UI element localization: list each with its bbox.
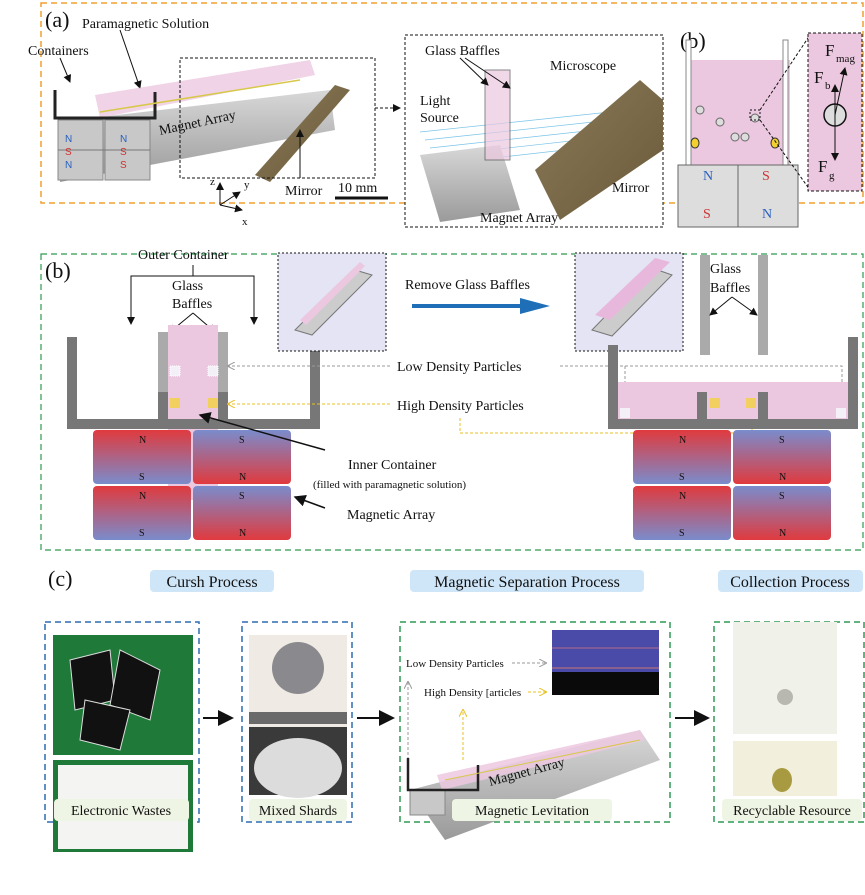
pole-s: S: [703, 207, 711, 222]
f-b-sub: b: [825, 80, 831, 92]
pole-s: S: [239, 435, 245, 446]
pole-s: S: [679, 528, 685, 539]
f-mag-label: F: [825, 41, 834, 60]
low-density-label-c: Low Density Particles: [406, 658, 504, 670]
light-source-label-2: Source: [420, 111, 459, 126]
panel-c: (c) Cursh Process Magnetic Separation Pr…: [44, 566, 865, 852]
pole-s: S: [779, 491, 785, 502]
f-mag-sub: mag: [836, 53, 855, 65]
pole-n: N: [239, 528, 246, 539]
pole-n: N: [679, 435, 686, 446]
pole-s: S: [139, 472, 145, 483]
pole-s: S: [120, 147, 127, 158]
pole-n: N: [120, 134, 127, 145]
pole-s: S: [679, 472, 685, 483]
pole-n: N: [65, 160, 72, 171]
pole-s: S: [120, 160, 127, 171]
pole-n: N: [779, 472, 786, 483]
inset-mirror-label: Mirror: [612, 181, 650, 196]
low-density-label: Low Density Particles: [397, 360, 521, 375]
pole-s: S: [779, 435, 785, 446]
blue-arrow-icon: [520, 298, 550, 314]
outer-container-label: Outer Container: [138, 248, 229, 263]
pole-n: N: [779, 528, 786, 539]
pole-n: N: [703, 169, 713, 184]
panel-a-label: (a): [45, 7, 69, 32]
header-collection-process: Collection Process: [730, 574, 850, 591]
force-diagram: (b) N S S N F mag: [677, 28, 863, 228]
axis-x: x: [242, 216, 248, 228]
pole-n: N: [139, 491, 146, 502]
pole-s: S: [139, 528, 145, 539]
header-magnetic-separation: Magnetic Separation Process: [434, 574, 620, 591]
photo-collected-low-density: [733, 622, 837, 734]
remove-baffles-label: Remove Glass Baffles: [405, 278, 530, 293]
f-g-sub: g: [829, 170, 835, 182]
caption-magnetic-levitation: Magnetic Levitation: [475, 804, 589, 819]
pole-n: N: [762, 207, 772, 222]
caption-recyclable-resource: Recyclable Resource: [733, 804, 851, 819]
glass-baffles-label: Glass: [172, 279, 203, 294]
axis-z: z: [210, 176, 215, 188]
mirror-label: Mirror: [285, 184, 323, 199]
inner-container-label: Inner Container: [348, 458, 437, 473]
high-density-label-c: High Density [articles: [424, 687, 521, 699]
high-density-label: High Density Particles: [397, 399, 524, 414]
f-g-label: F: [818, 157, 827, 176]
glass-baffles-label: Glass: [710, 262, 741, 277]
axis-y: y: [244, 179, 250, 191]
pole-s: S: [762, 169, 770, 184]
microscope-label: Microscope: [550, 59, 616, 74]
inner-container-note: (filled with paramagnetic solution): [313, 479, 466, 491]
inset-detail: Glass Baffles Microscope Light Source Ma…: [404, 34, 664, 228]
caption-mixed-shards: Mixed Shards: [259, 804, 337, 819]
inset-magnet-array-label: Magnet Array: [480, 211, 558, 226]
device-3d-c: Magnet Array: [406, 730, 660, 840]
panel-b: (b) Outer Container Glass Baffles N S S …: [40, 248, 864, 551]
panel-a: (a) Paramagnetic Solution Containers N S…: [28, 2, 864, 228]
scale-bar-label: 10 mm: [338, 181, 377, 196]
pole-n: N: [65, 134, 72, 145]
photo-powder: [254, 738, 342, 798]
paramagnetic-solution-label: Paramagnetic Solution: [82, 17, 209, 32]
containers-label: Containers: [28, 44, 89, 59]
pole-n: N: [139, 435, 146, 446]
panel-b-label: (b): [45, 258, 71, 283]
panel-b-force-label: (b): [680, 28, 706, 53]
pole-n: N: [239, 472, 246, 483]
glass-baffles-label-2: Baffles: [172, 297, 212, 312]
glass-baffles-label-2: Baffles: [710, 281, 750, 296]
light-source-label: Light: [420, 94, 450, 109]
axes-icon: z y x: [210, 176, 250, 228]
panel-c-label: (c): [48, 566, 72, 591]
header-crush-process: Cursh Process: [166, 574, 257, 591]
panel-b-border: [40, 253, 864, 551]
pole-s: S: [65, 147, 72, 158]
magnetic-array-label: Magnetic Array: [347, 508, 435, 523]
glass-baffles-label: Glass Baffles: [425, 44, 500, 59]
device-3d: N S N S N S Magnet Array: [53, 57, 376, 182]
caption-electronic-wastes: Electronic Wastes: [71, 804, 171, 819]
pole-n: N: [679, 491, 686, 502]
pole-s: S: [239, 491, 245, 502]
f-b-label: F: [814, 68, 823, 87]
